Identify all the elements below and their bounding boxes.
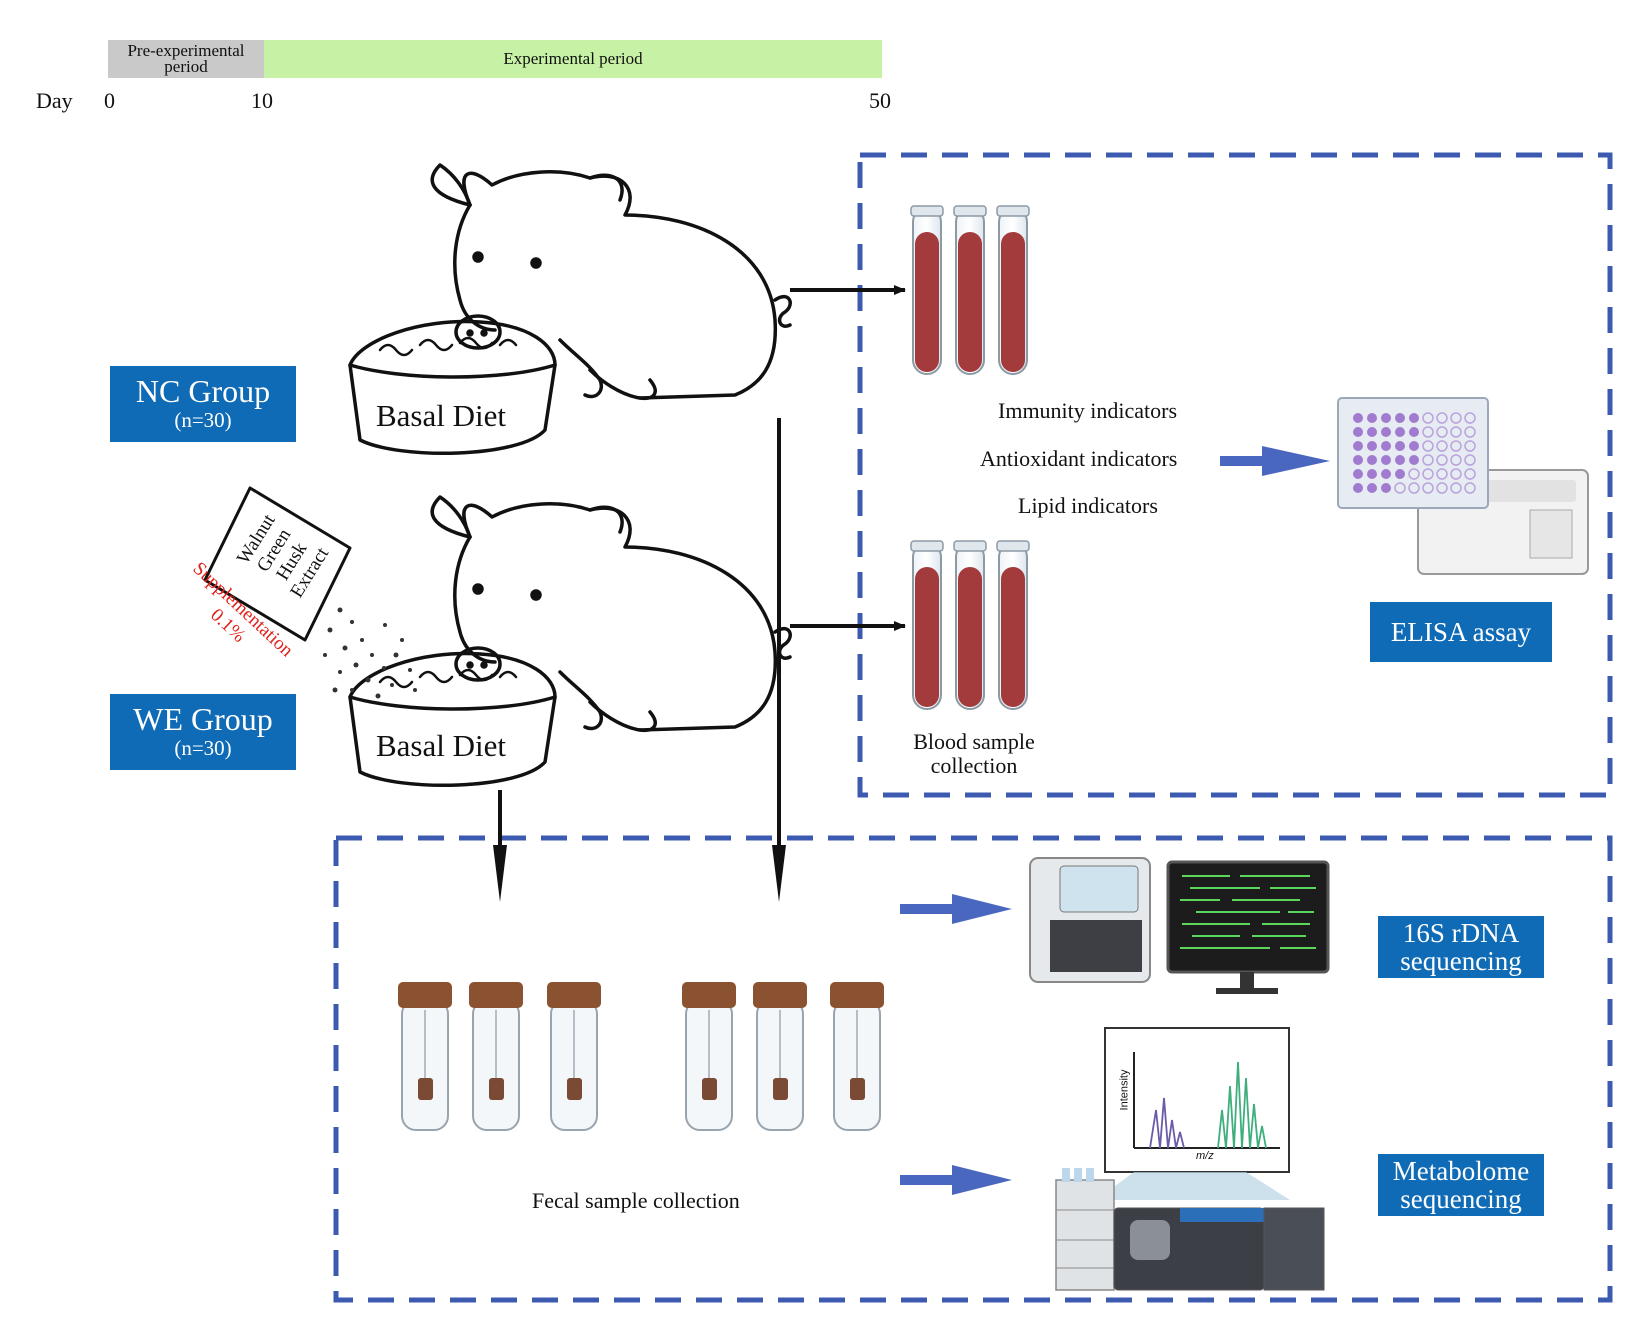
metabolome-sequencing-label: Metabolome sequencing	[1392, 1156, 1530, 1214]
fecal-tubes-we	[682, 982, 884, 1131]
lipid-indicators: Lipid indicators	[1018, 493, 1158, 518]
nc-diet-label: Basal Diet	[376, 398, 506, 433]
day-tick-0: 0	[104, 88, 115, 113]
arrow-feces-to-metabolome	[900, 1165, 1012, 1195]
metabolome-sequencing-box: Metabolome sequencing	[1378, 1154, 1544, 1216]
powder-sprinkle	[323, 607, 417, 699]
elisa-assay-label: ELISA assay	[1390, 617, 1532, 647]
antioxidant-indicators: Antioxidant indicators	[980, 446, 1178, 471]
arrow-nc-to-feces-head	[493, 845, 507, 902]
spectrum-y-label: Intensity	[1118, 1069, 1131, 1111]
spectrum-x-label: m/z	[1196, 1150, 1214, 1162]
arrow-feces-to-16s	[900, 894, 1012, 924]
blood-tubes-we	[910, 540, 1030, 710]
nc-group-size: (n=30)	[174, 408, 232, 432]
we-diet-label: Basal Diet	[376, 728, 506, 763]
mass-spectrum-plot	[1096, 1027, 1290, 1200]
fecal-tubes-nc	[398, 982, 601, 1131]
elisa-plate-reader-icon	[1337, 397, 1589, 575]
elisa-assay-box: ELISA assay	[1370, 602, 1552, 662]
16s-sequencing-label: 16S rDNA sequencing	[1400, 918, 1522, 976]
blood-collection-label: Blood sample collection	[913, 729, 1035, 778]
blood-analysis-panel	[857, 152, 1613, 798]
day-tick-50: 50	[869, 88, 891, 113]
fecal-analysis-panel	[333, 835, 1613, 1303]
we-group-name: WE Group	[133, 701, 273, 737]
pre-experimental-period-bar: Pre-experimental period	[108, 40, 264, 78]
nc-group-box: NC Group (n=30)	[110, 366, 296, 442]
arrow-we-to-feces-head	[772, 845, 786, 902]
pig-nc-illustration	[348, 163, 792, 455]
experimental-period-bar: Experimental period	[264, 40, 882, 78]
day-axis-label: Day	[36, 88, 73, 113]
extract-bag-icon	[203, 486, 352, 642]
lc-ms-instrument-icon	[1055, 1168, 1325, 1291]
immunity-indicators: Immunity indicators	[998, 398, 1178, 423]
experimental-period-label: Experimental period	[503, 49, 643, 68]
nc-group-name: NC Group	[135, 373, 271, 409]
pig-we-illustration	[348, 495, 792, 787]
pre-experimental-period-label: Pre-experimental period	[127, 41, 245, 76]
we-group-size: (n=30)	[174, 736, 232, 760]
blood-tubes-nc	[910, 205, 1030, 375]
day-tick-10: 10	[251, 88, 273, 113]
16s-sequencing-box: 16S rDNA sequencing	[1378, 916, 1544, 978]
arrow-blood-to-elisa	[1220, 446, 1330, 476]
fecal-collection-label: Fecal sample collection	[532, 1188, 740, 1213]
sequencer-monitor-icon	[1029, 857, 1330, 994]
we-group-box: WE Group (n=30)	[110, 694, 296, 770]
